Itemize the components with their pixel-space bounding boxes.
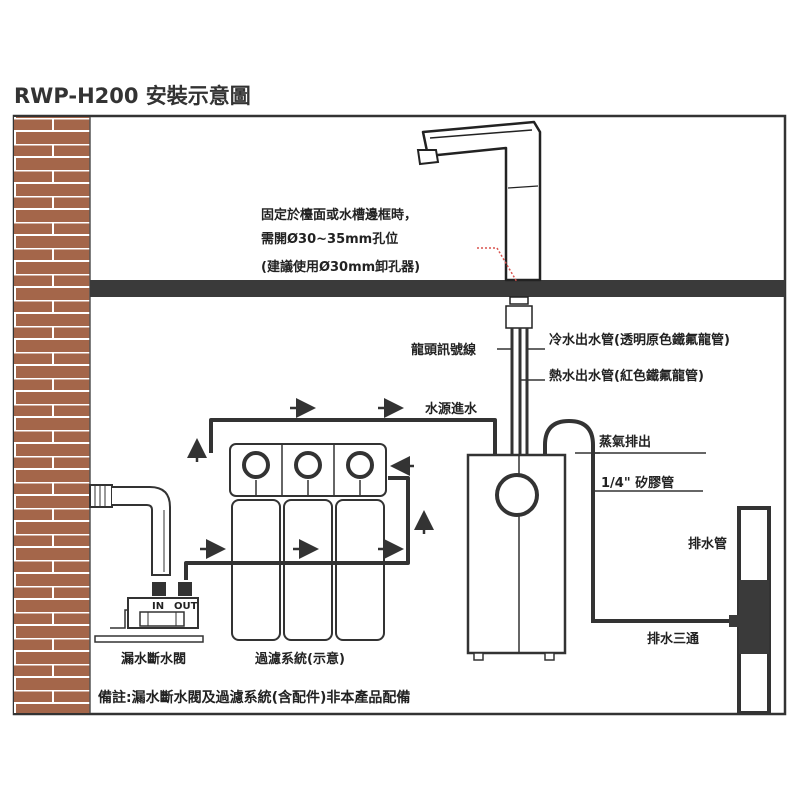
label-faucet-signal-wire: 龍頭訊號線 — [411, 342, 477, 358]
steam-exhaust-tube — [543, 418, 729, 623]
hole-note-line2: 需開Ø30~35mm孔位 — [261, 231, 398, 247]
brick-wall — [14, 117, 90, 713]
label-water-inlet: 水源進水 — [425, 401, 478, 417]
drain-pipe — [729, 506, 771, 715]
hole-note-leader — [477, 247, 518, 283]
label-hot-out-pipe: 熱水出水管(紅色鐵氟龍管) — [549, 368, 704, 384]
countertop — [90, 280, 785, 297]
filter-feed-pipe — [184, 476, 410, 580]
wall-supply-elbow — [89, 484, 171, 576]
flow-arrows — [187, 398, 434, 559]
footnote: 備註:漏水斷水閥及過濾系統(含配件)非本產品配備 — [98, 689, 410, 706]
label-leak-valve: 漏水斷水閥 — [121, 651, 186, 667]
valve-out-label: OUT — [174, 601, 198, 612]
label-drain-tee: 排水三通 — [647, 631, 699, 647]
faucet — [416, 120, 542, 282]
faucet-shank — [509, 296, 529, 305]
filter-system — [229, 443, 387, 641]
leak-stop-valve — [94, 582, 204, 643]
hole-note-line3: (建議使用Ø30mm卸孔器) — [261, 259, 420, 275]
inlet-pipe — [209, 418, 497, 455]
valve-in-label: IN — [152, 601, 164, 612]
label-steam-exhaust: 蒸氣排出 — [599, 434, 651, 450]
hot-water-tank — [466, 453, 567, 661]
label-filter-system: 過濾系統(示意) — [254, 651, 345, 667]
hole-note-line1: 固定於檯面或水槽邊框時， — [261, 207, 417, 223]
label-cold-out-pipe: 冷水出水管(透明原色鐵氟龍管) — [549, 332, 730, 348]
label-silicone-tube: 1/4" 矽膠管 — [601, 475, 674, 491]
label-drain-pipe: 排水管 — [688, 536, 727, 552]
faucet-tubes — [510, 328, 529, 455]
page-title: RWP-H200 安裝示意圖 — [14, 84, 251, 108]
